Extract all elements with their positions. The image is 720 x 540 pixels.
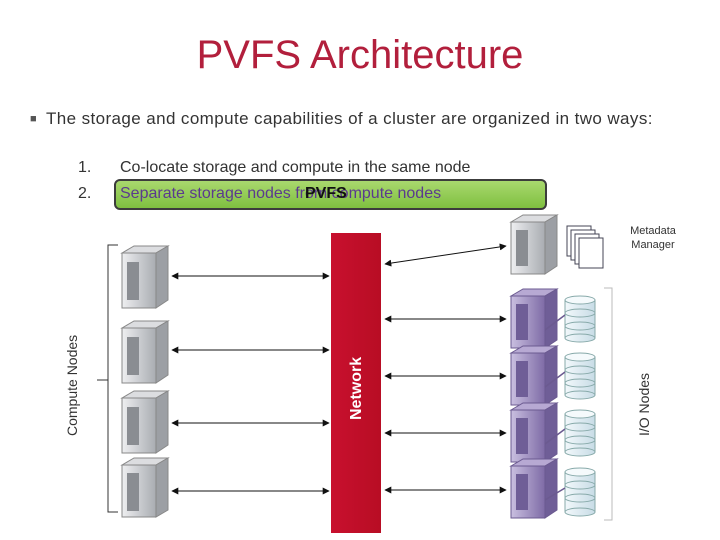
disk-stack-3	[564, 409, 596, 457]
bullet-text-after: are organized in two ways:	[436, 109, 653, 128]
list-number: 2.	[78, 185, 92, 202]
io-nodes-label: I/O Nodes	[636, 372, 652, 436]
pvfs-highlight-box	[114, 179, 547, 210]
compute-bracket	[107, 244, 118, 513]
compute-node-1	[120, 245, 170, 309]
network-label: Network	[348, 356, 365, 420]
list-text: Separate storage nodes from compute node…	[120, 185, 442, 202]
pvfs-callout: PVFS	[305, 185, 347, 202]
cluster-link: cluster	[383, 109, 437, 128]
network-bar	[331, 233, 381, 533]
bullet-paragraph: ■ The storage and compute capabilities o…	[30, 108, 676, 130]
network-io-arrows	[384, 243, 507, 494]
metadata-documents-icon	[566, 225, 604, 269]
metadata-manager-label: Metadata Manager	[618, 224, 688, 252]
bullet-text-before: The storage and compute capabilities of …	[46, 109, 384, 128]
io-bracket	[604, 287, 613, 521]
metadata-label-line2: Manager	[631, 239, 675, 251]
compute-nodes-label: Compute Nodes	[64, 334, 80, 436]
disk-stack-4	[564, 467, 596, 517]
list-number: 1.	[78, 159, 92, 176]
compute-network-arrows	[171, 272, 330, 495]
compute-node-2	[120, 320, 170, 384]
io-node-1	[509, 288, 559, 349]
io-node-2	[509, 345, 559, 406]
io-disk-links	[544, 314, 566, 501]
disk-stack-1	[564, 295, 596, 343]
list-text: Co-locate storage and compute in the sam…	[120, 159, 471, 176]
metadata-server	[509, 214, 559, 275]
bullet-square-icon: ■	[30, 113, 37, 125]
disk-stack-2	[564, 352, 596, 400]
compute-node-3	[120, 390, 170, 454]
page-title: PVFS Architecture	[196, 33, 524, 77]
io-node-4	[509, 458, 559, 519]
metadata-label-line1: Metadata	[630, 225, 676, 237]
compute-node-4	[120, 457, 170, 518]
io-node-3	[509, 402, 559, 463]
